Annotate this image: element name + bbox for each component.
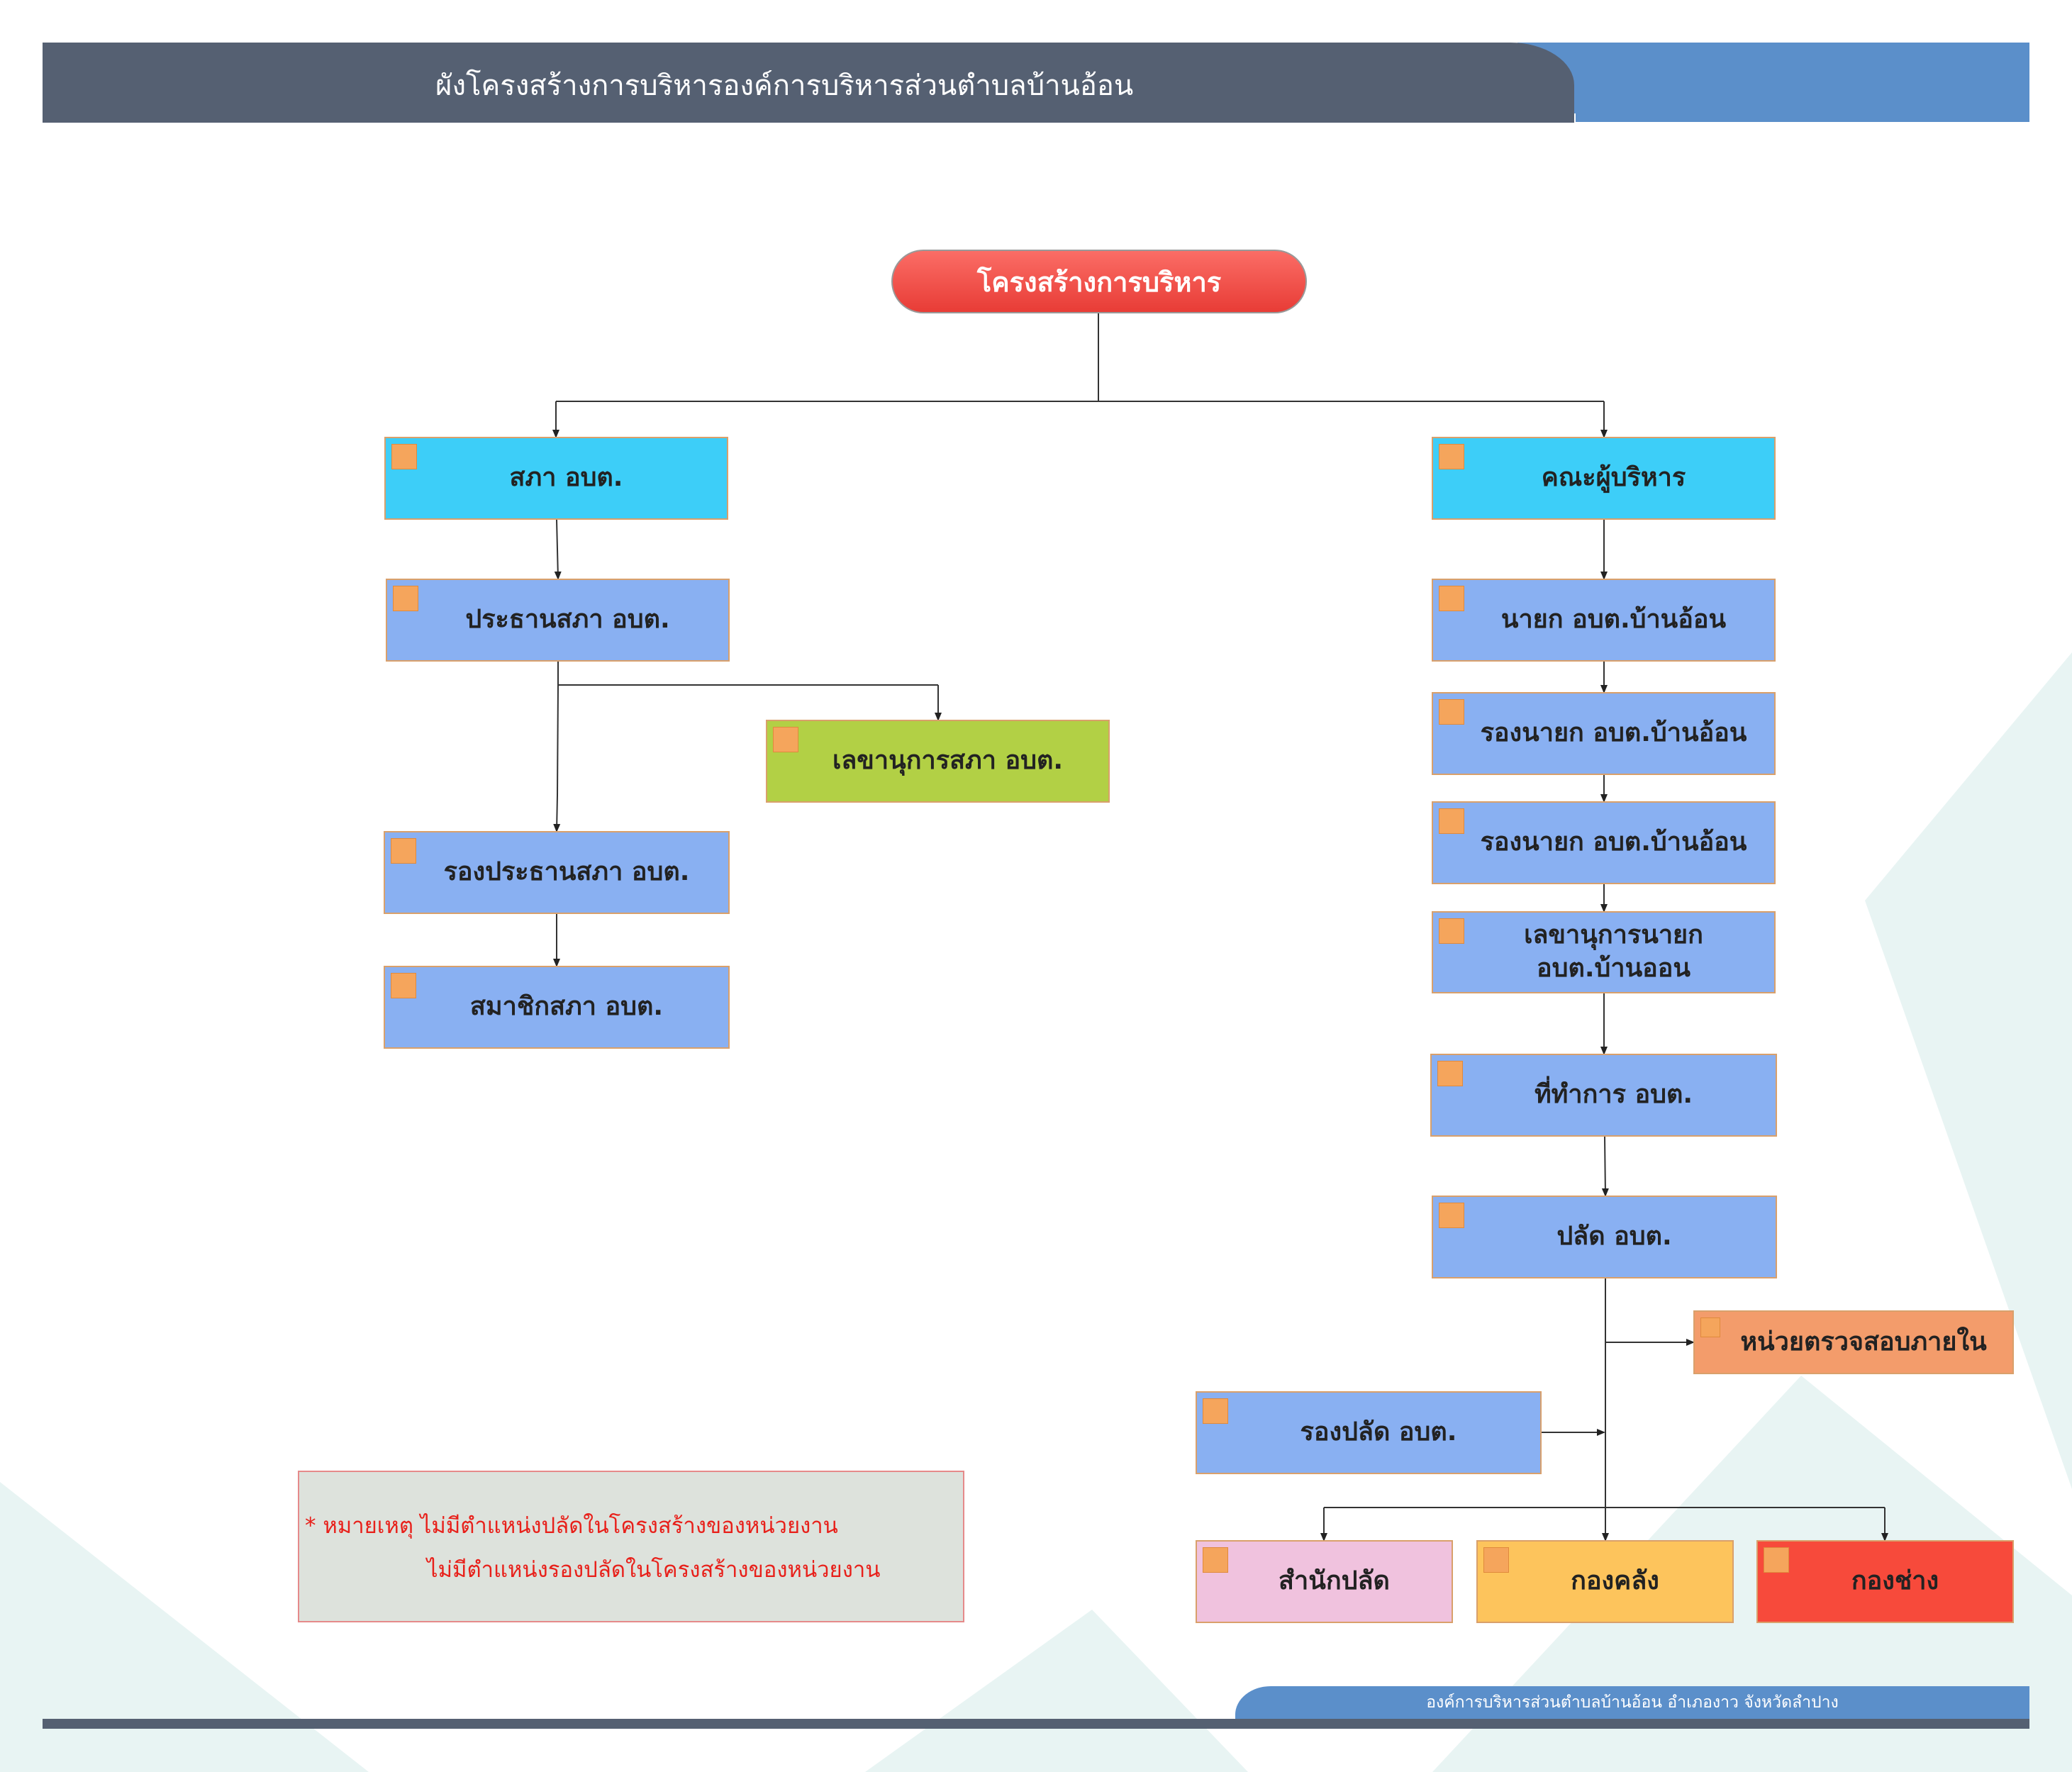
node-label: รองนายก อบต.บ้านอ้อน [1480,828,1747,857]
node-kong-khlang: กองคลัง [1476,1540,1734,1623]
node-label: เลขานุการนายก อบต.บ้านออน [1524,920,1703,983]
header-accent-line [1576,113,2029,122]
node-nuai-truat: หน่วยตรวจสอบภายใน [1693,1310,2014,1374]
node-label: กองช่าง [1851,1566,1939,1596]
node-lekha-nayok: เลขานุการนายก อบต.บ้านออน [1432,911,1776,993]
marker-icon [1203,1547,1228,1573]
marker-icon [773,727,798,752]
footer-line [43,1719,2029,1729]
node-label: สำนักปลัด [1279,1566,1390,1596]
marker-icon [1764,1547,1789,1573]
node-label: สภา อบต. [509,463,623,493]
node-label: กองคลัง [1571,1566,1659,1596]
node-rong-prathan: รองประธานสภา อบต. [384,831,730,914]
root-node-label: โครงสร้างการบริหาร [976,266,1222,298]
node-label: รองนายก อบต.บ้านอ้อน [1480,718,1747,748]
marker-icon [1203,1398,1228,1424]
root-node: โครงสร้างการบริหาร [891,250,1307,313]
node-label: สมาชิกสภา อบต. [469,992,664,1022]
marker-icon [391,838,416,864]
node-palad: ปลัด อบต. [1432,1196,1777,1278]
node-label: หน่วยตรวจสอบภายใน [1740,1327,1987,1356]
marker-icon [1700,1317,1720,1337]
node-sapha: สภา อบต. [384,437,728,520]
footer-text: องค์การบริหารส่วนตำบลบ้านอ้อน อำเภองาว จ… [1426,1693,1839,1712]
marker-icon [1439,444,1464,469]
page-title: ผังโครงสร้างการบริหารองค์การบริหารส่วนตำ… [435,69,1134,102]
node-samachik: สมาชิกสภา อบต. [384,966,730,1049]
marker-icon [1439,586,1464,611]
node-label: ปลัด อบต. [1556,1222,1672,1252]
node-kong-chang: กองช่าง [1756,1540,2014,1623]
node-prathan-sapha: ประธานสภา อบต. [386,579,730,662]
marker-icon [1439,699,1464,725]
node-label: รองปลัด อบต. [1300,1417,1457,1447]
marker-icon [1439,918,1464,944]
note-line-1: * หมายเหตุ ไม่มีตำแหน่งปลัดในโครงสร้างขอ… [305,1513,838,1539]
marker-icon [391,973,416,998]
node-label: คณะผู้บริหาร [1541,463,1686,493]
node-label: ที่ทำการ อบต. [1534,1080,1693,1110]
node-rong-nayok-2: รองนายก อบต.บ้านอ้อน [1432,801,1776,884]
marker-icon [391,444,417,469]
node-rong-nayok-1: รองนายก อบต.บ้านอ้อน [1432,692,1776,775]
note-line-2: ไม่มีตำแหน่งรองปลัดในโครงสร้างของหน่วยงา… [427,1557,881,1583]
node-khana: คณะผู้บริหาร [1432,437,1776,520]
node-samnak-palad: สำนักปลัด [1196,1540,1453,1623]
node-lekha-sapha: เลขานุการสภา อบต. [766,720,1110,803]
marker-icon [393,586,418,611]
header-bar [43,43,1574,123]
node-label: นายก อบต.บ้านอ้อน [1500,605,1727,635]
marker-icon [1437,1061,1463,1086]
marker-icon [1439,1203,1464,1228]
node-thi-tham-kan: ที่ทำการ อบต. [1430,1054,1777,1137]
header-accent [1517,43,2029,113]
connector-prathan-trunk [557,684,559,796]
node-label: เลขานุการสภา อบต. [832,746,1064,776]
connector-sapha-prathan [554,519,562,580]
marker-icon [1439,808,1464,834]
node-nayok: นายก อบต.บ้านอ้อน [1432,579,1776,662]
marker-icon [1483,1547,1509,1573]
node-label: ประธานสภา อบต. [465,605,670,635]
node-rong-palad: รองปลัด อบต. [1196,1391,1542,1474]
note-box: * หมายเหตุ ไม่มีตำแหน่งปลัดในโครงสร้างขอ… [298,1471,964,1622]
node-label: รองประธานสภา อบต. [443,857,690,887]
footer-tab: องค์การบริหารส่วนตำบลบ้านอ้อน อำเภองาว จ… [1235,1686,2029,1719]
